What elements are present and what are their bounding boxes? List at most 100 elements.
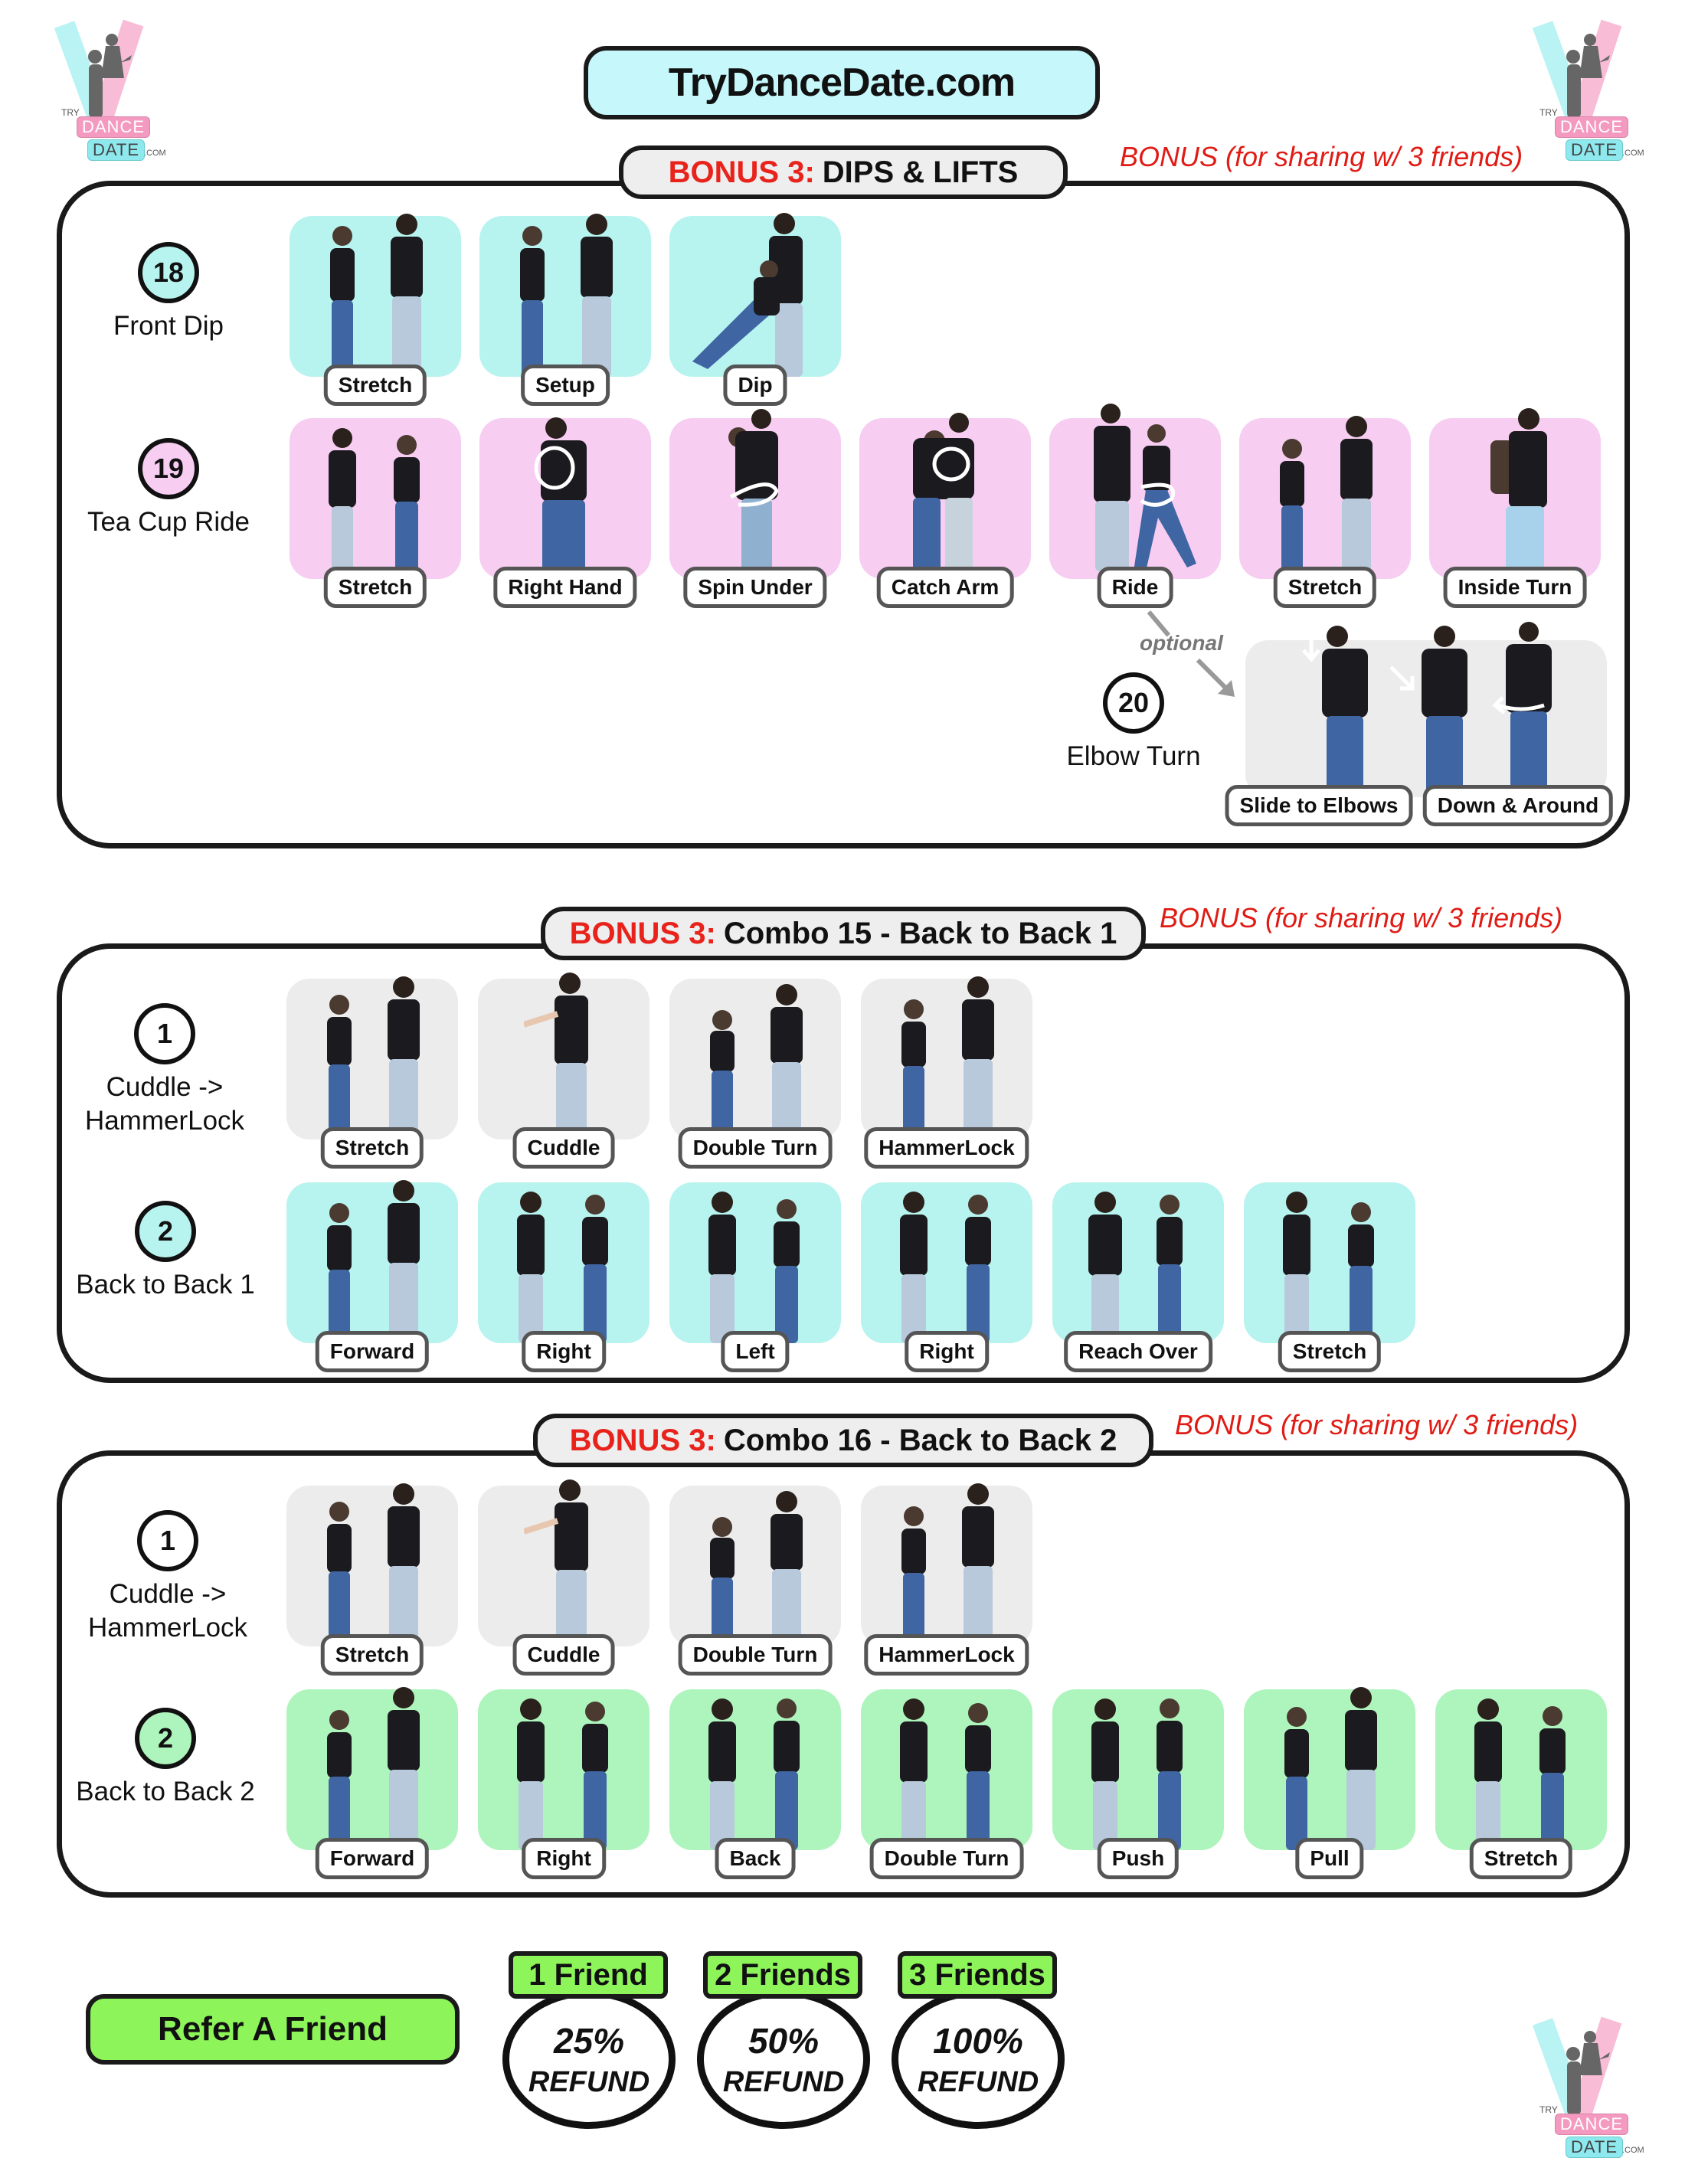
move-cuddle-hammerlock: 1 Cuddle -> HammerLock [80, 1510, 256, 1645]
dancer-photo [1345, 1687, 1377, 1850]
step-card[interactable]: Stretch [286, 976, 458, 1169]
step-card[interactable]: Forward [286, 1180, 458, 1372]
step-label: Stretch [320, 1127, 424, 1169]
dancer-photo [534, 417, 587, 579]
step-card[interactable]: Forward [286, 1687, 458, 1879]
site-title[interactable]: TryDanceDate.com [584, 46, 1100, 119]
dancer-photo [1490, 408, 1547, 579]
step-label: Dip [723, 365, 787, 406]
step-label: Right [522, 1331, 606, 1372]
dancer-photo [965, 1703, 991, 1850]
dancer-photo [965, 1195, 991, 1343]
dancer-photo [330, 226, 355, 377]
dancer-photo [708, 1192, 736, 1343]
step-card[interactable]: Stretch [1244, 1182, 1415, 1372]
move-elbow-turn: 20 Elbow Turn [1049, 672, 1218, 773]
dancer-photo [388, 1483, 420, 1646]
step-card[interactable]: Stretch [290, 214, 461, 406]
refer-a-friend-button[interactable]: Refer A Friend [86, 1994, 460, 2065]
move-number-badge: 1 [134, 1003, 195, 1064]
step-label: Push [1097, 1838, 1180, 1879]
step-label: Double Turn [678, 1127, 833, 1169]
step-label: Right Hand [493, 567, 637, 608]
step-card[interactable]: Setup [479, 214, 651, 406]
dancer-photo [524, 973, 588, 1139]
step-label: Double Turn [678, 1634, 833, 1676]
referral-tier: 2 Friends 50% REFUND [694, 1951, 878, 2150]
step-card[interactable]: Push [1052, 1689, 1224, 1879]
step-card[interactable]: Stretch [286, 1483, 458, 1676]
step-card[interactable]: Spin Under [669, 409, 841, 608]
step-card[interactable]: Left [669, 1182, 841, 1372]
move-number-badge: 20 [1103, 672, 1164, 734]
step-card[interactable]: Double Turn [861, 1689, 1032, 1879]
step-card[interactable]: Cuddle [478, 973, 649, 1169]
refund-label: REFUND [722, 2065, 845, 2098]
step-card[interactable]: Stretch [290, 418, 461, 608]
step-card[interactable]: HammerLock [861, 976, 1032, 1169]
dancer-photo [1348, 1202, 1374, 1343]
step-label: Cuddle [512, 1634, 615, 1676]
step-card[interactable]: HammerLock [861, 1483, 1032, 1676]
dancer-photo [1091, 1698, 1119, 1850]
move-name-line-2: HammerLock [84, 1106, 245, 1136]
dancer-photo [391, 214, 423, 377]
step-card[interactable]: Cuddle [478, 1479, 649, 1676]
step-label: Catch Arm [876, 567, 1014, 608]
step-label: Forward [315, 1331, 430, 1372]
step-label: Stretch [323, 365, 427, 406]
dancer-photo [517, 1192, 545, 1343]
move-number-badge: 18 [138, 242, 199, 303]
step-card[interactable]: Right [478, 1182, 649, 1372]
section-title-combo-15: BONUS 3: Combo 15 - Back to Back 1 [541, 907, 1146, 960]
step-card[interactable]: Right [478, 1689, 649, 1879]
dancer-photo [901, 1506, 926, 1646]
logo-top-right: TRY DANCE DATE .COM [1524, 17, 1644, 161]
step-card-wide[interactable]: Slide to Elbows Down & Around [1225, 622, 1614, 826]
step-card[interactable]: Right Hand [479, 417, 651, 608]
dancer-photo [1302, 622, 1552, 797]
step-card[interactable]: Double Turn [669, 1486, 841, 1676]
optional-arrow-icon [1196, 658, 1235, 697]
dancer-photo [900, 1192, 928, 1343]
step-card[interactable]: Ride [1049, 404, 1221, 608]
dancer-photo [1539, 1706, 1566, 1850]
move-cuddle-hammerlock: 1 Cuddle -> HammerLock [77, 1003, 253, 1138]
dancer-photo [1283, 1192, 1310, 1343]
step-card[interactable]: Stretch [1239, 416, 1411, 608]
step-label: Spin Under [683, 567, 827, 608]
step-card[interactable]: Pull [1244, 1687, 1415, 1879]
dancer-photo [1088, 1192, 1122, 1343]
dancer-photo [582, 1195, 608, 1343]
move-name: Front Dip [113, 311, 224, 341]
step-card[interactable]: Inside Turn [1429, 408, 1601, 608]
dancing-couple-icon [1566, 2031, 1610, 2115]
step-label: HammerLock [864, 1634, 1029, 1676]
step-label: Ride [1097, 567, 1173, 608]
move-number-badge: 19 [138, 438, 199, 499]
dancer-photo [327, 1710, 352, 1850]
step-card[interactable]: Double Turn [669, 979, 841, 1169]
move-number-badge: 2 [135, 1201, 196, 1262]
step-card[interactable]: Right [861, 1182, 1032, 1372]
step-card[interactable]: Dip [669, 213, 841, 406]
step-label: Stretch [1469, 1838, 1573, 1879]
dancer-photo [1157, 1698, 1183, 1850]
dancer-photo [388, 976, 420, 1139]
step-card[interactable]: Back [669, 1689, 841, 1879]
move-name-line-2: HammerLock [87, 1613, 248, 1643]
dancer-photo [962, 976, 994, 1139]
refund-circle: 50% REFUND [697, 1989, 870, 2129]
move-name: Elbow Turn [1066, 741, 1201, 771]
refund-percent: 50% [748, 2020, 820, 2061]
section-title-dips-lifts: BONUS 3: DIPS & LIFTS [619, 145, 1068, 199]
refund-circle: 100% REFUND [892, 1989, 1065, 2129]
dancer-photo [710, 1010, 735, 1139]
step-card[interactable]: Stretch [1435, 1689, 1607, 1879]
dancer-photo [1280, 439, 1304, 579]
step-card[interactable]: Catch Arm [859, 413, 1031, 608]
step-card[interactable]: Reach Over [1052, 1182, 1224, 1372]
dancing-couple-icon [88, 34, 132, 118]
dancer-photo [327, 1203, 352, 1343]
logo-top-left: TRY DANCE DATE .COM [46, 17, 166, 161]
